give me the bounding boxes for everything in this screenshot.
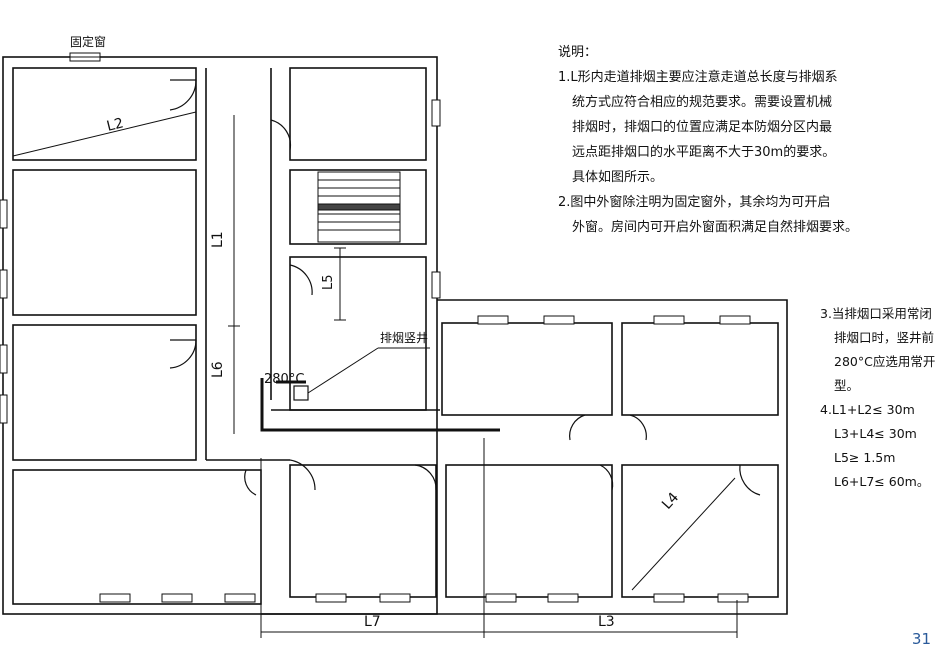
room-lower-3 xyxy=(621,464,779,598)
left-block-outer-wall xyxy=(2,56,438,615)
room-lower-2 xyxy=(445,464,613,598)
note-4-line-1: 4.L1+L2≤ 30m xyxy=(820,402,915,417)
notes-title: 说明： xyxy=(558,45,598,60)
note-3-line-1: 3.当排烟口采用常闭 xyxy=(820,306,932,321)
note-1-line-2: 统方式应符合相应的规范要求。需要设置机械 xyxy=(572,95,833,110)
room-upper-2 xyxy=(621,322,779,416)
note-3-line-2: 排烟口时，竖井前 xyxy=(834,330,935,345)
smoke-duct xyxy=(260,378,500,432)
window-fixed xyxy=(69,52,101,62)
page-number: 31 xyxy=(911,630,931,648)
label-L7: L7 xyxy=(364,614,381,630)
label-L4: L4 xyxy=(659,489,682,512)
damper-temp-label: 280°C xyxy=(264,372,304,387)
note-3-line-3: 280°C应选用常开 xyxy=(834,354,936,369)
room-left-2 xyxy=(12,169,197,316)
note-1-line-5: 具体如图所示。 xyxy=(572,170,664,185)
label-L1: L1 xyxy=(210,231,226,248)
note-1-line-1: 1.L形内走道排烟主要应注意走道总长度与排烟系 xyxy=(558,70,838,85)
note-1-line-3: 排烟时，排烟口的位置应满足本防烟分区内最 xyxy=(572,120,833,135)
label-L2: L2 xyxy=(105,115,125,135)
stair-room xyxy=(289,169,427,245)
label-L5: L5 xyxy=(321,274,336,290)
room-top-right xyxy=(289,67,427,161)
dim-L2 xyxy=(12,111,197,157)
note-3-line-4: 型。 xyxy=(834,378,860,393)
notes-block-2: 3.当排烟口采用常闭 排烟口时，竖井前 280°C应选用常开 型。 4.L1+L… xyxy=(820,302,945,494)
notes-block: 说明： 1.L形内走道排烟主要应注意走道总长度与排烟系 统方式应符合相应的规范要… xyxy=(558,40,878,240)
note-4-line-4: L6+L7≤ 60m。 xyxy=(834,474,930,489)
fixed-window-label: 固定窗 xyxy=(70,34,106,49)
smoke-shaft-label: 排烟竖井 xyxy=(380,331,428,345)
room-upper-1 xyxy=(441,322,613,416)
note-4-line-2: L3+L4≤ 30m xyxy=(834,426,917,441)
right-wing-outer-wall xyxy=(261,299,788,615)
note-1-line-4: 远点距排烟口的水平距离不大于30m的要求。 xyxy=(572,145,836,160)
room-top-left xyxy=(12,67,197,161)
smoke-shaft-icon xyxy=(293,385,309,401)
dim-L4 xyxy=(631,477,736,591)
note-2-line-2: 外窗。房间内可开启外窗面积满足自然排烟要求。 xyxy=(572,220,859,235)
room-left-3 xyxy=(12,324,197,461)
label-L6: L6 xyxy=(210,361,226,378)
label-L3: L3 xyxy=(598,614,615,630)
stair xyxy=(317,171,401,243)
room-lower-1 xyxy=(289,464,437,598)
note-4-line-3: L5≥ 1.5m xyxy=(834,450,896,465)
note-2-line-1: 2.图中外窗除注明为固定窗外，其余均为可开启 xyxy=(558,195,831,210)
room-bottom-left xyxy=(12,469,262,605)
